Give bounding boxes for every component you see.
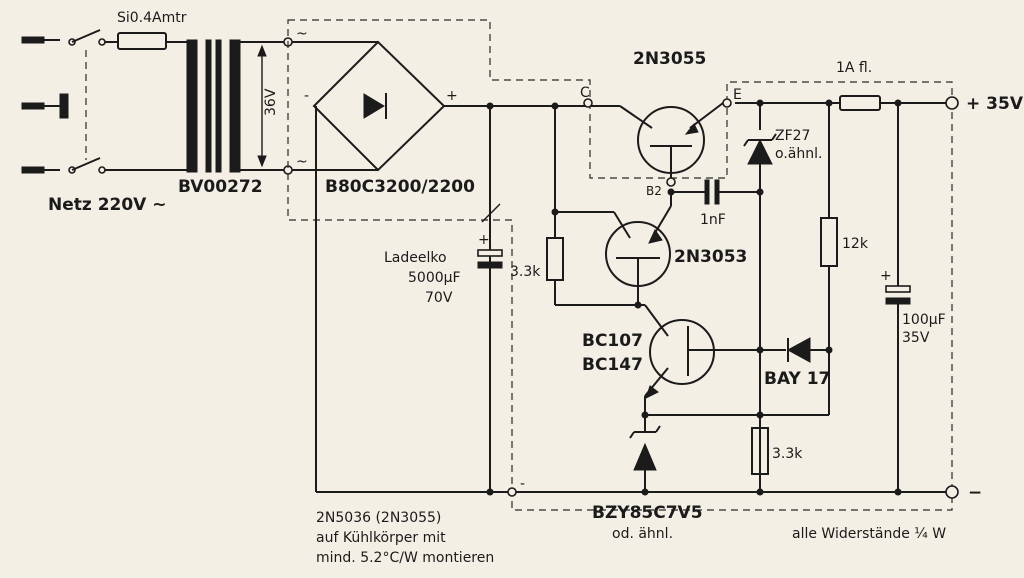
mains-input <box>21 29 188 174</box>
transformer <box>186 39 285 173</box>
heatsink-note-line1: 2N5036 (2N3055) <box>316 510 441 526</box>
bridge-part-label: B80C3200/2200 <box>325 177 475 197</box>
driver-transistor <box>555 192 672 305</box>
resistor-note: alle Widerstände ¼ W <box>792 526 946 542</box>
feedback-cap-label: 1nF <box>700 212 726 228</box>
control-transistor <box>644 304 760 415</box>
output-fuse-label: 1A fl. <box>836 60 872 76</box>
reservoir-capacitor <box>477 203 503 269</box>
bridge-neg-label: - <box>304 88 309 104</box>
pass-transistor-label: 2N3055 <box>633 49 706 69</box>
reservoir-cap-value: 5000µF <box>408 270 461 286</box>
mains-fuse-label: Si0.4Amtr <box>117 10 187 26</box>
bridge-ac2-label: ~ <box>296 154 308 170</box>
pass-base-label: B2 <box>646 184 662 198</box>
mains-fuse <box>117 32 167 50</box>
pass-emitter-label: E <box>733 87 742 103</box>
rails <box>315 102 946 493</box>
ground-minus-mark: - <box>520 476 525 492</box>
diode-bay17-label: BAY 17 <box>764 369 830 389</box>
resistor-3k3-left-label: 3.3k <box>510 264 541 280</box>
output-positive-terminal <box>945 96 959 110</box>
zener-zf27-note: o.ähnl. <box>775 146 822 162</box>
reservoir-cap-name: Ladeelko <box>384 250 447 266</box>
output-negative-label: − <box>968 483 982 503</box>
resistor-3k3-bottom-label: 3.3k <box>772 446 803 462</box>
bridge-ac1-label: ~ <box>296 26 308 42</box>
output-positive-label: + 35V <box>966 94 1024 114</box>
transformer-part-label: BV00272 <box>178 177 263 197</box>
bridge-rectifier <box>283 37 490 175</box>
zener-bzy85-label: BZY85C7V5 <box>592 503 703 523</box>
control-transistor-label2: BC147 <box>582 355 643 375</box>
pass-transistor <box>583 98 732 187</box>
resistor-3k3-left <box>546 237 564 281</box>
resistor-12k <box>820 103 838 415</box>
heatsink-outline <box>287 19 953 511</box>
pass-collector-label: C <box>580 85 590 101</box>
zener-bzy85 <box>629 415 661 492</box>
resistor-12k-label: 12k <box>842 236 869 252</box>
transformer-voltage-label: 36V <box>263 88 279 116</box>
output-fuse <box>839 95 881 111</box>
output-cap-value: 100µF <box>902 312 946 328</box>
output-capacitor <box>885 103 911 492</box>
resistor-3k3-bottom <box>751 427 769 475</box>
reservoir-cap-plus: + <box>478 232 490 248</box>
control-transistor-label1: BC107 <box>582 331 643 351</box>
reservoir-cap-voltage: 70V <box>425 290 453 306</box>
zener-zf27-label: ZF27 <box>775 128 810 144</box>
heatsink-note-line2: auf Kühlkörper mit <box>316 530 446 546</box>
output-negative-terminal <box>945 485 959 499</box>
heatsink-note-line3: mind. 5.2°C/W montieren <box>316 550 494 566</box>
zener-zf27 <box>743 103 777 492</box>
bridge-pos-label: + <box>446 88 458 104</box>
output-cap-plus: + <box>880 268 892 284</box>
diode-bay17 <box>760 337 829 363</box>
mains-label: Netz 220V ~ <box>48 195 167 215</box>
output-cap-voltage: 35V <box>902 330 930 346</box>
zener-bzy85-note: od. ähnl. <box>612 526 673 542</box>
feedback-capacitor <box>671 179 760 205</box>
driver-transistor-label: 2N3053 <box>674 247 747 267</box>
